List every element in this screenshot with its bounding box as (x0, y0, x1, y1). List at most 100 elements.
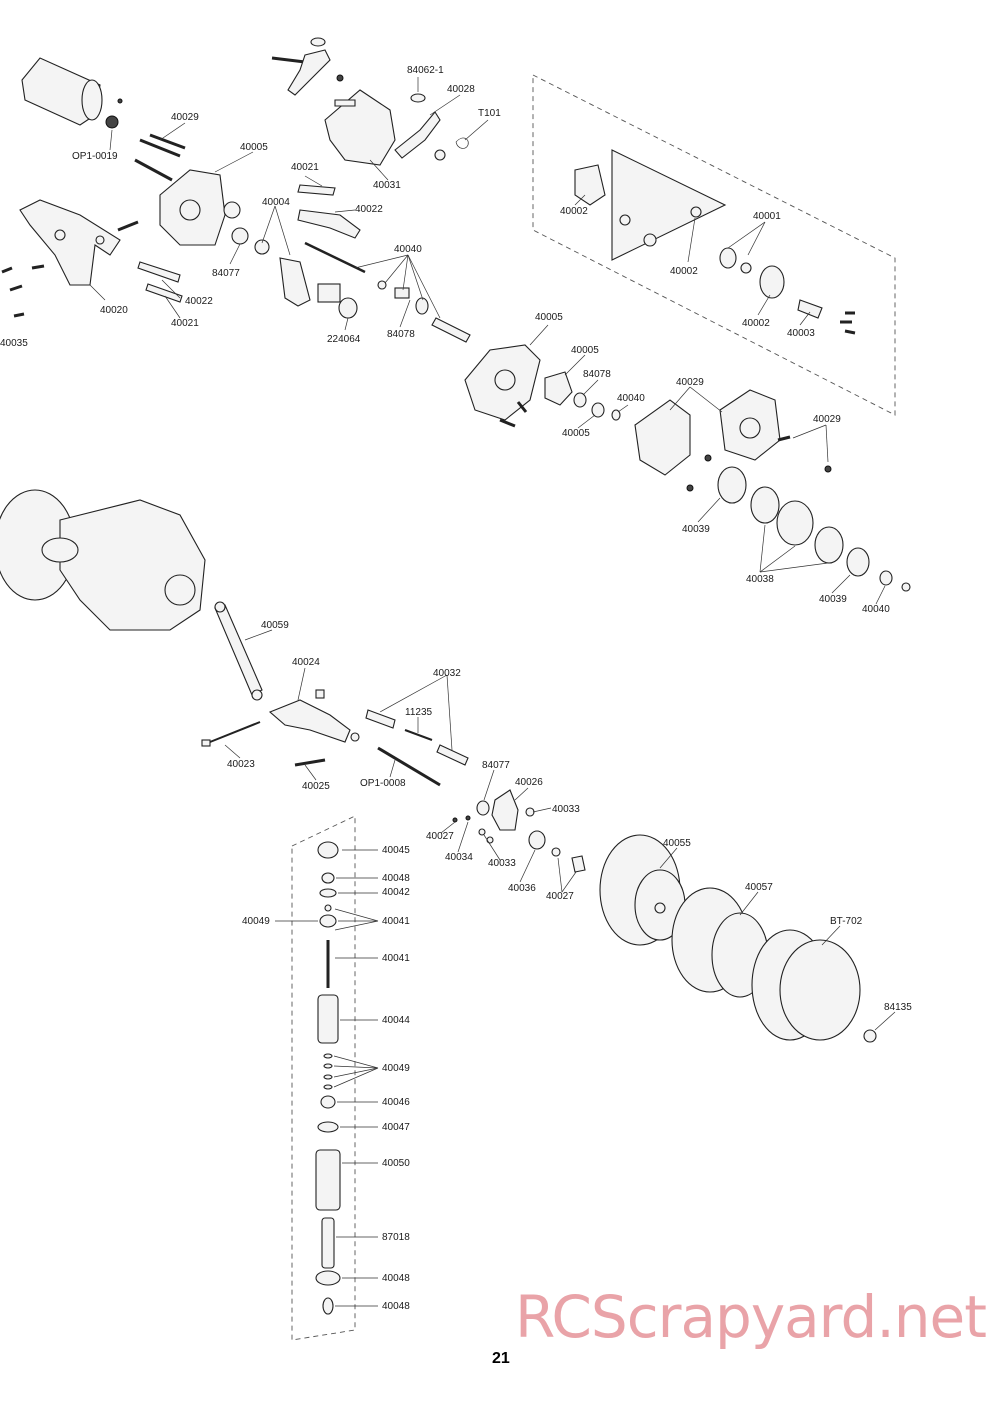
shock-group-box (291, 815, 356, 1341)
part-label-40029-b: 40029 (676, 377, 704, 388)
part-label-40041-a: 40041 (382, 916, 410, 927)
plates-part (137, 261, 183, 303)
part-label-40034: 40034 (445, 852, 473, 863)
screws-part (117, 133, 186, 232)
part-label-40048-c: 40048 (382, 1301, 410, 1312)
page-number: 21 (492, 1350, 510, 1367)
leader-lines (89, 77, 896, 1307)
spur-gear-part (717, 466, 911, 592)
part-label-40041-b: 40041 (382, 953, 410, 964)
hinge-pins-part (365, 709, 469, 787)
part-label-40027-b: 40027 (546, 891, 574, 902)
part-label-bt-702: BT-702 (830, 916, 863, 927)
part-label-40046: 40046 (382, 1097, 410, 1108)
guard-part (324, 89, 396, 166)
part-label-40040-a: 40040 (394, 244, 422, 255)
part-label-40022-b: 40022 (185, 296, 213, 307)
part-label-40055: 40055 (663, 838, 691, 849)
hub-carrier-part (452, 789, 586, 873)
part-label-40005-c: 40005 (571, 345, 599, 356)
shock-parts-column (315, 841, 341, 1315)
part-label-40047: 40047 (382, 1122, 410, 1133)
part-label-40040-c: 40040 (862, 604, 890, 615)
part-label-40048-b: 40048 (382, 1273, 410, 1284)
part-label-40022-a: 40022 (355, 204, 383, 215)
part-label-40029-c: 40029 (813, 414, 841, 425)
part-label-40033-b: 40033 (488, 858, 516, 869)
part-label-40044: 40044 (382, 1015, 410, 1026)
part-label-40048-a: 40048 (382, 873, 410, 884)
part-label-40027-a: 40027 (426, 831, 454, 842)
part-label-40049-a: 40049 (242, 916, 270, 927)
part-label-40005-a: 40005 (240, 142, 268, 153)
part-label-84062-1: 84062-1 (407, 65, 444, 76)
part-label-40005-b: 40005 (535, 312, 563, 323)
clip-part (455, 137, 469, 149)
part-label-40035: 40035 (0, 338, 28, 349)
part-label-40059: 40059 (261, 620, 289, 631)
rear-assembly-part (0, 489, 206, 631)
part-label-40039-b: 40039 (819, 594, 847, 605)
part-label-op1-0008: OP1-0008 (360, 778, 406, 789)
tire-part (751, 929, 877, 1043)
part-label-40039-a: 40039 (682, 524, 710, 535)
part-label-40029-a: 40029 (171, 112, 199, 123)
gearbox-mid-part (464, 344, 541, 428)
diff-gear-part (279, 241, 366, 319)
watermark: RCScrapyard.net (515, 1283, 987, 1351)
part-label-40003: 40003 (787, 328, 815, 339)
bearing-84062-part (410, 93, 426, 103)
part-label-84135: 84135 (884, 1002, 912, 1013)
part-label-40032: 40032 (433, 668, 461, 679)
part-label-40049-b: 40049 (382, 1063, 410, 1074)
diff-case-part (574, 149, 856, 335)
motor-part (21, 57, 123, 129)
diff-group-box (532, 74, 896, 416)
spur-housing-part (634, 389, 832, 492)
part-label-87018: 87018 (382, 1232, 410, 1243)
part-label-40005-d: 40005 (562, 428, 590, 439)
shock-absorber-part (214, 601, 263, 701)
part-label-40024: 40024 (292, 657, 320, 668)
output-shaft-part (377, 280, 471, 343)
part-label-40020: 40020 (100, 305, 128, 316)
part-label-84077-a: 84077 (212, 268, 240, 279)
part-label-40021-a: 40021 (291, 162, 319, 173)
part-label-op1-0019: OP1-0019 (72, 151, 118, 162)
part-label-40042: 40042 (382, 887, 410, 898)
bearings-part (544, 371, 621, 421)
part-label-40026: 40026 (515, 777, 543, 788)
part-label-40002-b: 40002 (670, 266, 698, 277)
part-label-40050: 40050 (382, 1158, 410, 1169)
shock-tower-part (19, 199, 121, 286)
part-label-40025: 40025 (302, 781, 330, 792)
part-label-40021-b: 40021 (171, 318, 199, 329)
gearbox-left-part (159, 169, 270, 255)
part-label-40023: 40023 (227, 759, 255, 770)
part-label-40033-a: 40033 (552, 804, 580, 815)
part-label-11235: 11235 (405, 707, 433, 718)
part-label-84078-a: 84078 (387, 329, 415, 340)
part-label-40040-b: 40040 (617, 393, 645, 404)
part-label-40038: 40038 (746, 574, 774, 585)
part-label-t101: T101 (478, 108, 501, 119)
suspension-arm-part (201, 689, 360, 767)
servo-saver-part (271, 37, 344, 96)
part-label-40002-a: 40002 (560, 206, 588, 217)
part-label-40045: 40045 (382, 845, 410, 856)
small-screws-part (1, 264, 45, 318)
part-label-40028: 40028 (447, 84, 475, 95)
part-label-84077-b: 84077 (482, 760, 510, 771)
part-label-40002-c: 40002 (742, 318, 770, 329)
steering-arm-part (394, 111, 446, 161)
part-label-40036: 40036 (508, 883, 536, 894)
part-label-40057: 40057 (745, 882, 773, 893)
part-label-40031: 40031 (373, 180, 401, 191)
link-part (297, 184, 361, 239)
part-label-40004: 40004 (262, 197, 290, 208)
part-label-224064: 224064 (327, 334, 361, 345)
part-label-84078-b: 84078 (583, 369, 611, 380)
part-label-40001: 40001 (753, 211, 781, 222)
